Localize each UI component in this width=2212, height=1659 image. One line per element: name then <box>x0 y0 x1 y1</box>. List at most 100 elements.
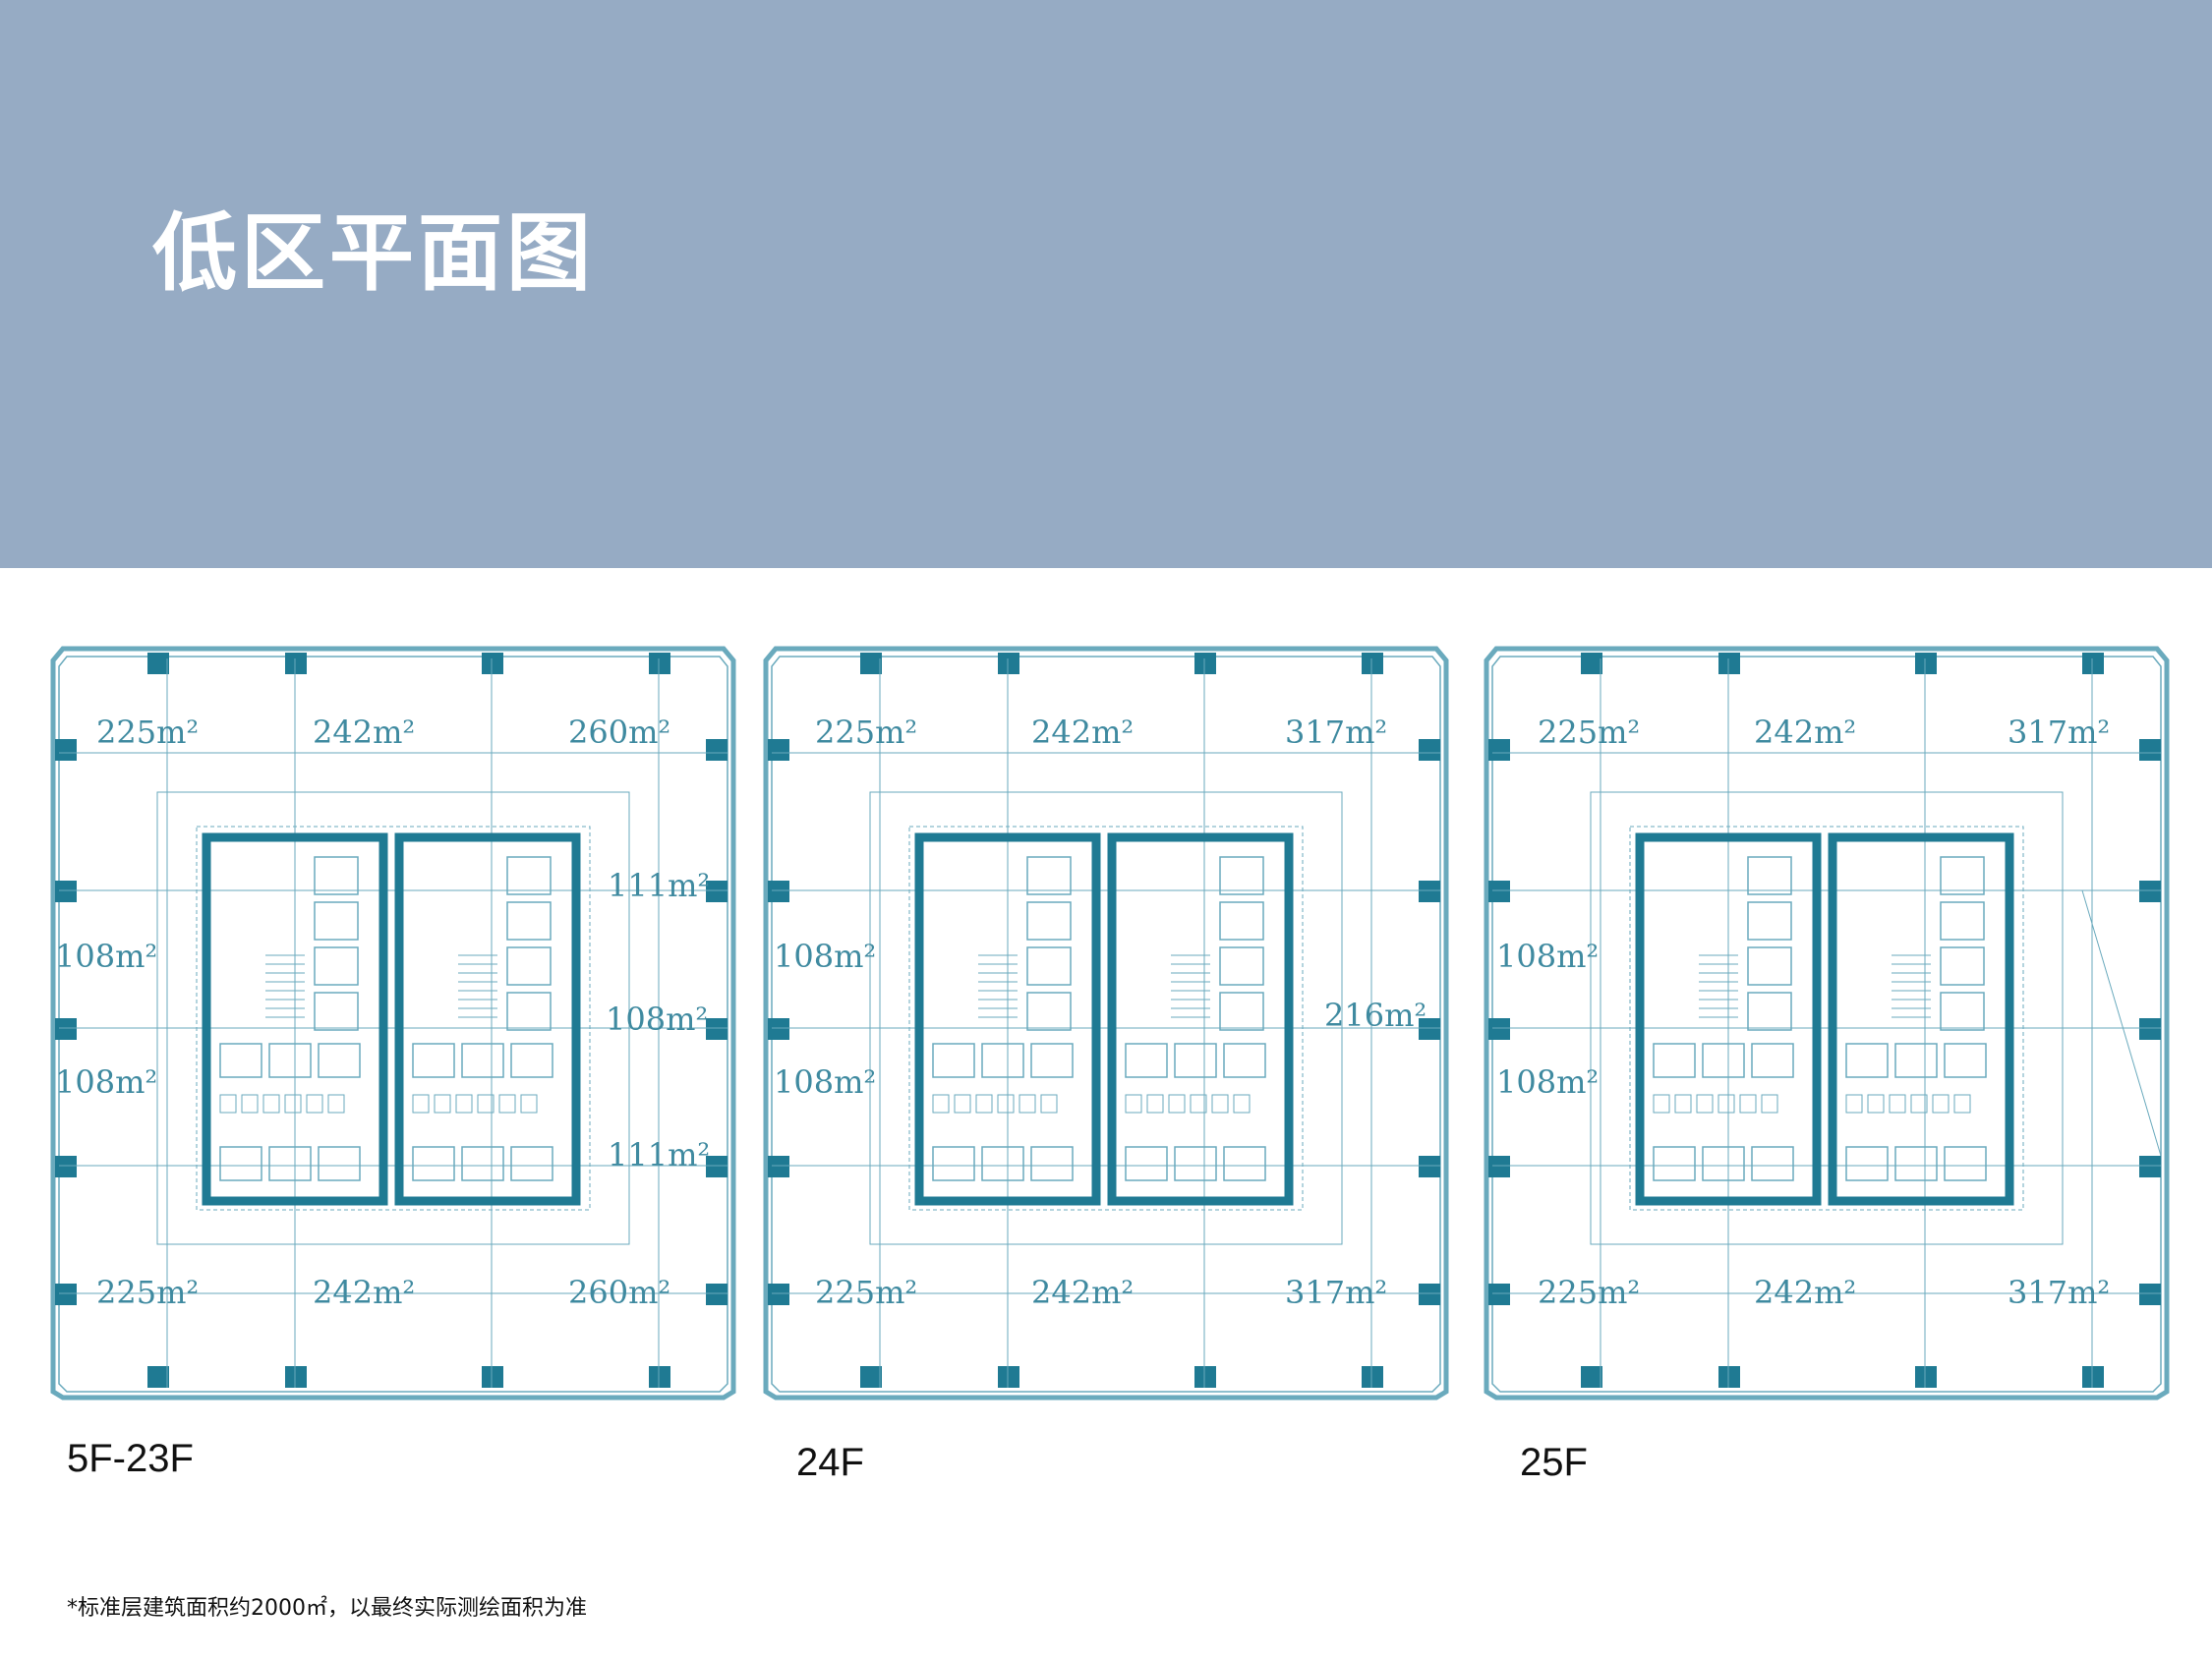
elevator-shaft <box>1653 1146 1696 1181</box>
outer-wall <box>50 646 736 1401</box>
elevator-shaft <box>1940 856 1985 895</box>
structural-column <box>1419 1284 1440 1305</box>
elevator-shaft <box>1940 946 1985 986</box>
elevator-shaft <box>1747 901 1792 941</box>
elevator-shaft <box>1894 1043 1938 1078</box>
restroom-stall <box>1845 1094 1863 1114</box>
structural-column <box>998 653 1019 674</box>
elevator-shaft <box>268 1146 312 1181</box>
outer-wall <box>763 646 1449 1401</box>
core-wall <box>1828 832 2014 1206</box>
elevator-shaft <box>506 901 552 941</box>
structural-column <box>2082 1366 2104 1388</box>
floor-plan-drawing: 225m² 242m² 317m² 108m² 108m² 216m² 225m… <box>763 646 1449 1401</box>
dimension-frame <box>1590 791 2064 1245</box>
structural-column <box>2139 1284 2161 1305</box>
elevator-shaft <box>1026 992 1072 1031</box>
restroom-stall <box>1233 1094 1251 1114</box>
structural-column <box>482 1366 503 1388</box>
structural-column <box>55 739 77 761</box>
elevator-shaft <box>1219 946 1264 986</box>
structural-column <box>1915 1366 1937 1388</box>
restroom-stall <box>306 1094 323 1114</box>
structural-column <box>1194 653 1216 674</box>
restroom-stall <box>1739 1094 1757 1114</box>
structural-column <box>55 1156 77 1177</box>
outer-wall-inner <box>58 656 728 1393</box>
area-label: 242m² <box>313 1274 415 1311</box>
restroom-stall <box>1889 1094 1906 1114</box>
structural-column <box>860 1366 882 1388</box>
structural-column <box>1915 653 1937 674</box>
area-label: 242m² <box>313 714 415 751</box>
elevator-shaft <box>461 1146 504 1181</box>
core-wall <box>1635 832 1822 1206</box>
elevator-shaft <box>506 946 552 986</box>
elevator-shaft <box>1174 1043 1217 1078</box>
area-label: 108m² <box>606 1001 708 1038</box>
structural-column <box>768 1018 789 1040</box>
area-label: 317m² <box>2008 714 2110 751</box>
area-label: 242m² <box>1754 714 1856 751</box>
outer-wall <box>1484 646 2170 1401</box>
elevator-shaft <box>412 1043 455 1078</box>
restroom-stall <box>1910 1094 1928 1114</box>
header-banner: 低区平面图 <box>0 0 2212 568</box>
elevator-shaft <box>1026 856 1072 895</box>
area-label: 108m² <box>774 938 876 975</box>
structural-column <box>649 1366 670 1388</box>
restroom-stall <box>262 1094 280 1114</box>
restroom-stall <box>975 1094 993 1114</box>
area-label: 108m² <box>774 1063 876 1101</box>
elevator-shaft <box>318 1146 361 1181</box>
floor-label: 5F-23F <box>67 1437 194 1480</box>
structural-column <box>706 1284 728 1305</box>
structural-column <box>1194 1366 1216 1388</box>
structural-column <box>147 653 169 674</box>
structural-column <box>1488 1284 1510 1305</box>
area-label: 317m² <box>1285 714 1387 751</box>
core-wall <box>394 832 581 1206</box>
page-title: 低区平面图 <box>152 204 595 303</box>
restroom-stall <box>954 1094 971 1114</box>
structural-column <box>1419 739 1440 761</box>
area-label: 260m² <box>568 1274 670 1311</box>
structural-column <box>768 1284 789 1305</box>
elevator-shaft <box>1125 1146 1168 1181</box>
elevator-shaft <box>219 1146 262 1181</box>
elevator-shaft <box>1845 1043 1889 1078</box>
elevator-shaft <box>1702 1043 1745 1078</box>
restroom-stall <box>1761 1094 1778 1114</box>
restroom-stall <box>327 1094 345 1114</box>
structural-column <box>860 653 882 674</box>
floor-plan-5f-23f: 225m² 242m² 260m² 108m² 108m² 111m² 108m… <box>49 645 737 1402</box>
elevator-shaft <box>1747 992 1792 1031</box>
elevator-shaft <box>314 856 359 895</box>
elevator-shaft <box>1223 1146 1266 1181</box>
restroom-stall <box>477 1094 495 1114</box>
elevator-shaft <box>1223 1043 1266 1078</box>
structural-column <box>1419 1018 1440 1040</box>
structural-column <box>768 1156 789 1177</box>
elevator-shaft <box>1026 901 1072 941</box>
area-label: 108m² <box>55 1063 157 1101</box>
elevator-shaft <box>1219 901 1264 941</box>
area-label: 317m² <box>2008 1274 2110 1311</box>
restroom-stall <box>1211 1094 1229 1114</box>
area-label: 242m² <box>1031 1274 1134 1311</box>
area-label: 216m² <box>1324 997 1426 1034</box>
restroom-stall <box>1125 1094 1142 1114</box>
restroom-stall <box>1146 1094 1164 1114</box>
structural-column <box>706 1156 728 1177</box>
area-label: 225m² <box>1538 714 1640 751</box>
dimension-frame <box>156 791 630 1245</box>
restroom-stall <box>1168 1094 1186 1114</box>
footnote: *标准层建筑面积约2000㎡，以最终实际测绘面积为准 <box>67 1596 587 1621</box>
elevator-shaft <box>318 1043 361 1078</box>
area-label: 242m² <box>1031 714 1134 751</box>
outer-wall-inner <box>1491 656 2162 1393</box>
structural-column <box>147 1366 169 1388</box>
elevator-shaft <box>1702 1146 1745 1181</box>
restroom-stall <box>1717 1094 1735 1114</box>
structural-column <box>1362 653 1383 674</box>
